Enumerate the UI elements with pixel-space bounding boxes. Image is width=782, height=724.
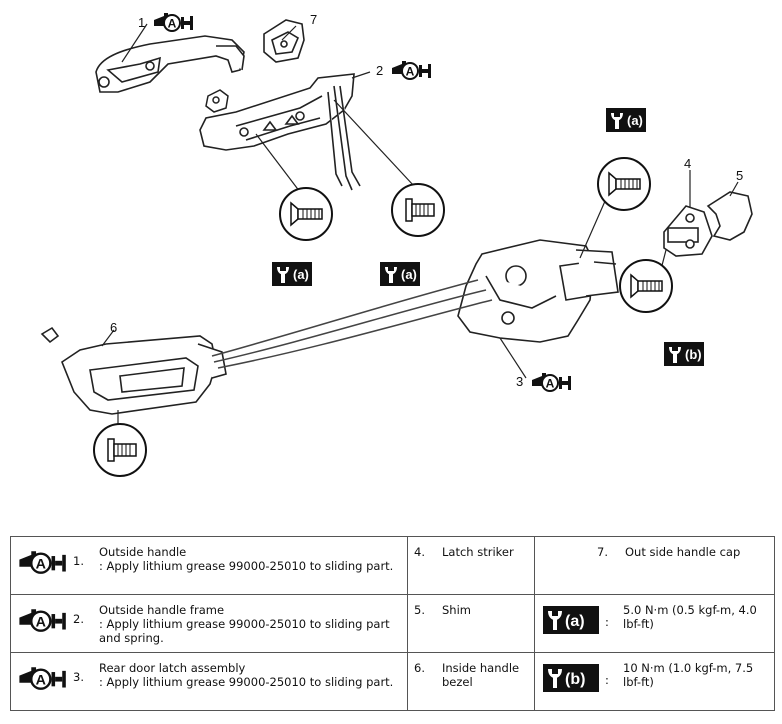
item-note: : Apply lithium grease 99000-25010 to sl… (99, 675, 394, 689)
screw-detail-icon (597, 157, 651, 211)
torque-badge-b: (b) (664, 342, 704, 366)
table-row: 3. Rear door latch assembly : Apply lith… (10, 652, 775, 711)
callout-1: 1 (138, 15, 145, 30)
exploded-view-diagram: A (40, 12, 753, 477)
svg-text:(a): (a) (627, 113, 643, 128)
item-title: Out side handle cap (625, 545, 741, 559)
grease-icon (18, 666, 67, 690)
callout-3: 3 (516, 374, 523, 389)
grease-icon (18, 608, 67, 632)
control-cables (211, 279, 493, 369)
item-note: : Apply lithium grease 99000-25010 to sl… (99, 559, 394, 573)
handle-cap-drawing (263, 19, 305, 63)
grease-icon (153, 12, 194, 32)
item-number: 4. (414, 545, 425, 559)
item-number: 7. (597, 545, 608, 559)
parts-legend-table: 1. Outside handle : Apply lithium grease… (10, 536, 775, 711)
torque-badge-a: (a) (606, 108, 646, 132)
item-title: Inside handle bezel (442, 661, 520, 689)
item-number: 5. (414, 603, 425, 617)
svg-text:(a): (a) (565, 613, 585, 630)
screw-detail-icon (279, 187, 333, 241)
legend-cell: 3. Rear door latch assembly : Apply lith… (10, 652, 408, 711)
legend-cell: (b) : 10 N·m (1.0 kgf-m, 7.5 lbf-ft) (534, 652, 775, 711)
item-title: Shim (442, 603, 471, 617)
outside-handle-frame-drawing (199, 73, 361, 191)
torque-spec: 5.0 N·m (0.5 kgf-m, 4.0 lbf-ft) (623, 603, 757, 631)
svg-text:(a): (a) (293, 267, 309, 282)
table-row: 2. Outside handle frame : Apply lithium … (10, 594, 775, 653)
svg-text:(b): (b) (685, 347, 702, 362)
item-title: Outside handle (99, 545, 187, 559)
torque-wrench-icon: (a) (543, 606, 599, 634)
legend-cell: (a) : 5.0 N·m (0.5 kgf-m, 4.0 lbf-ft) (534, 594, 775, 653)
item-title: Latch striker (442, 545, 514, 559)
svg-text:(a): (a) (401, 267, 417, 282)
torque-badge-a: (a) (272, 262, 312, 286)
legend-cell: 4. Latch striker (407, 536, 535, 595)
grease-icon (531, 372, 572, 392)
colon: : (605, 615, 609, 629)
grease-icon (391, 60, 432, 80)
callout-2: 2 (376, 63, 383, 78)
legend-cell: 6. Inside handle bezel (407, 652, 535, 711)
callout-6: 6 (110, 320, 117, 335)
legend-cell: 2. Outside handle frame : Apply lithium … (10, 594, 408, 653)
bolt-detail-icon (93, 423, 147, 477)
inside-handle-bezel-drawing (40, 326, 227, 415)
item-number: 3. (73, 670, 84, 684)
shim-drawing (706, 191, 753, 241)
latch-striker-drawing (663, 205, 713, 257)
callout-7: 7 (310, 12, 317, 27)
outside-handle-drawing (95, 35, 245, 93)
item-number: 1. (73, 554, 84, 568)
svg-text:(b): (b) (565, 671, 585, 688)
clip-drawing (205, 89, 229, 113)
legend-cell: 1. Outside handle : Apply lithium grease… (10, 536, 408, 595)
item-title: Outside handle frame (99, 603, 225, 617)
colon: : (605, 673, 609, 687)
screw-detail-icon (619, 259, 673, 313)
rear-door-latch-drawing (457, 239, 619, 343)
item-note: : Apply lithium grease 99000-25010 to sl… (99, 617, 390, 645)
legend-cell: 7. Out side handle cap (534, 536, 775, 595)
item-title: Rear door latch assembly (99, 661, 246, 675)
item-number: 6. (414, 661, 425, 675)
torque-wrench-icon: (b) (543, 664, 599, 692)
grease-icon (18, 550, 67, 574)
torque-spec: 10 N·m (1.0 kgf-m, 7.5 lbf-ft) (623, 661, 754, 689)
callout-5: 5 (736, 168, 743, 183)
table-row: 1. Outside handle : Apply lithium grease… (10, 536, 775, 595)
torque-badge-a: (a) (380, 262, 420, 286)
item-number: 2. (73, 612, 84, 626)
legend-cell: 5. Shim (407, 594, 535, 653)
bolt-detail-icon (391, 183, 445, 237)
callout-4: 4 (684, 156, 691, 171)
